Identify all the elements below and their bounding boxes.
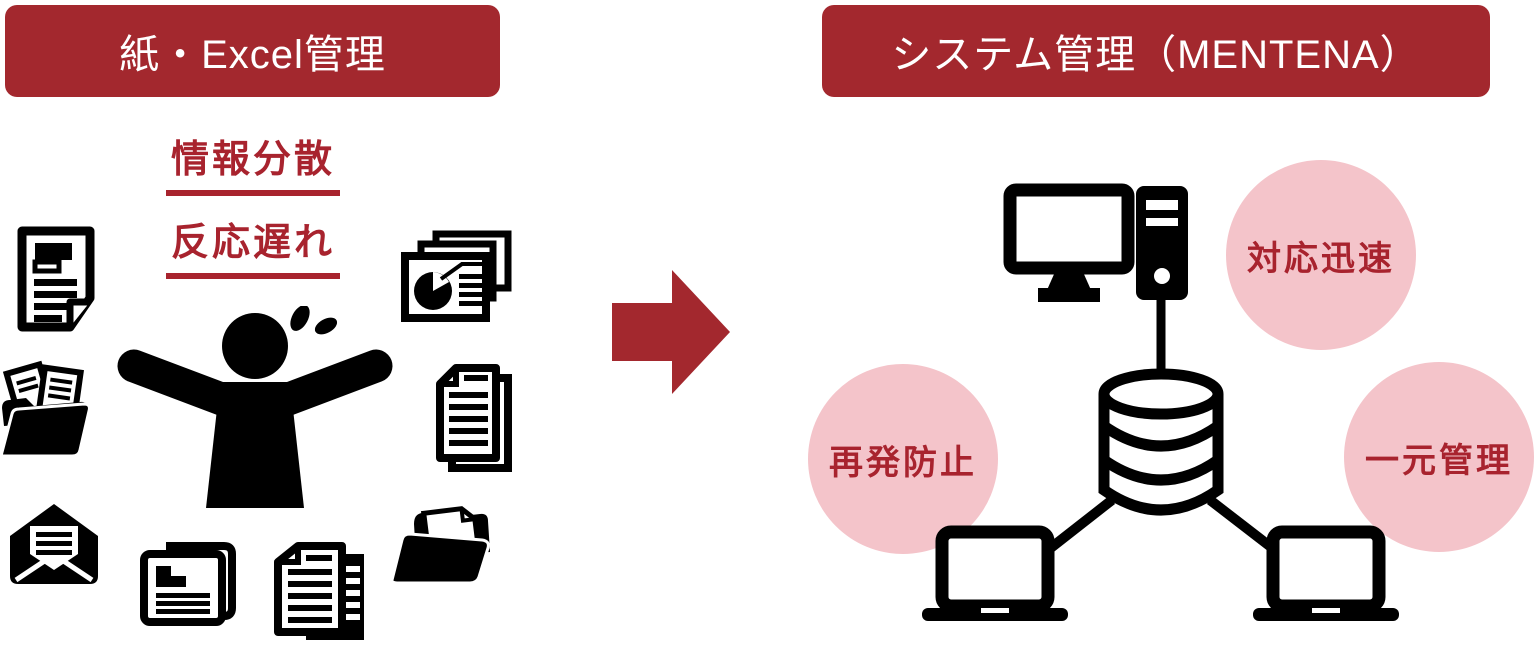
server-tower-icon bbox=[1136, 186, 1188, 300]
benefit-recurrence-prevention: 再発防止 bbox=[808, 364, 998, 554]
problem-list: 情報分散 反応遅れ bbox=[166, 128, 341, 294]
overwhelmed-person-icon bbox=[112, 305, 398, 514]
newspaper-icon bbox=[136, 540, 242, 636]
benefit-label: 再発防止 bbox=[829, 443, 977, 482]
benefit-label: 一元管理 bbox=[1365, 441, 1513, 480]
desktop-computer-icon bbox=[1003, 183, 1135, 302]
right-title-label: システム管理（MENTENA） bbox=[891, 33, 1421, 77]
database-icon bbox=[1098, 368, 1224, 516]
open-mail-icon bbox=[8, 502, 100, 586]
paper-stack-icon bbox=[430, 362, 514, 474]
benefit-quick-response: 対応迅速 bbox=[1226, 160, 1416, 350]
left-title-label: 紙・Excel管理 bbox=[119, 33, 386, 77]
right-section-title: システム管理（MENTENA） bbox=[822, 5, 1490, 97]
folder-documents-icon bbox=[0, 360, 91, 462]
benefit-label: 対応迅速 bbox=[1247, 239, 1395, 278]
problem-slow-response: 反応遅れ bbox=[166, 211, 341, 279]
laptop-icon bbox=[922, 525, 1068, 621]
system-network-diagram bbox=[900, 180, 1420, 645]
left-section-title: 紙・Excel管理 bbox=[5, 5, 500, 97]
laptop-icon bbox=[1253, 525, 1399, 621]
presentation-slides-icon bbox=[400, 230, 512, 326]
document-stack-icon bbox=[270, 538, 372, 648]
report-document-icon bbox=[14, 226, 98, 332]
open-folder-icon bbox=[390, 490, 504, 586]
transition-right-arrow-icon bbox=[612, 268, 732, 398]
benefit-unified-management: 一元管理 bbox=[1344, 362, 1534, 552]
problem-info-scatter: 情報分散 bbox=[166, 128, 341, 196]
